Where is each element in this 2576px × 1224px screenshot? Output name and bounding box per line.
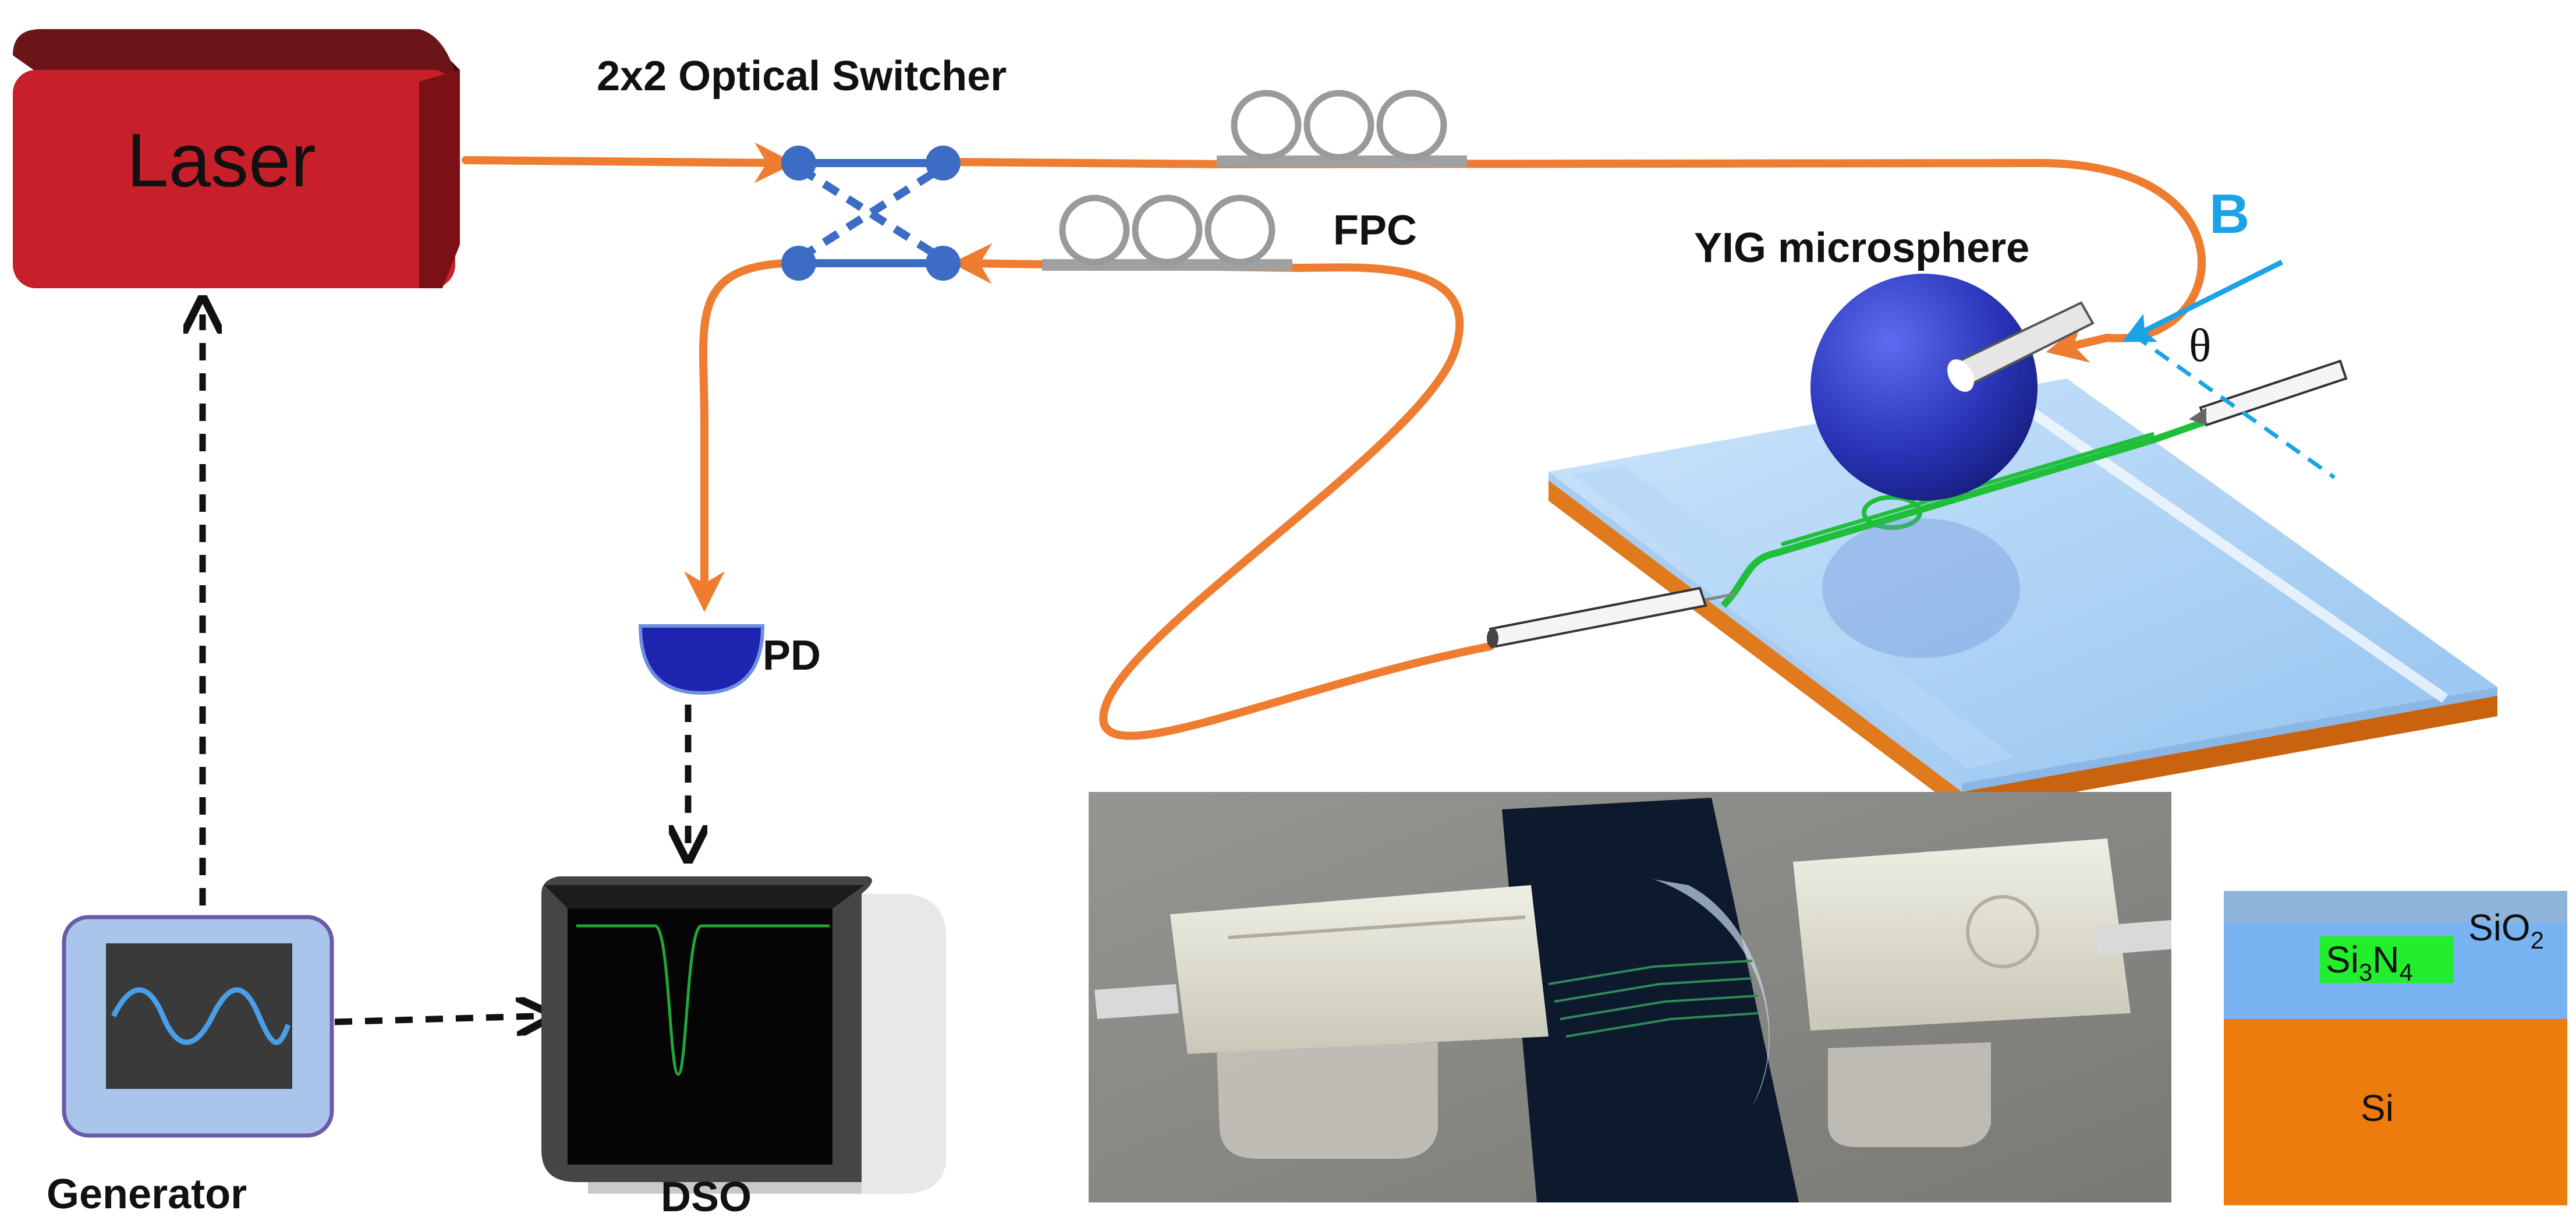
sio2-sub: 2 — [2531, 926, 2544, 954]
microring — [1862, 495, 1922, 530]
field-label: B — [2209, 183, 2249, 245]
fiber-tips — [1487, 359, 2348, 648]
si-text: Si — [2361, 1087, 2394, 1129]
si3n4-sub-b: 4 — [2399, 958, 2412, 986]
switcher-label: 2x2 Optical Switcher — [597, 53, 1007, 100]
generator — [62, 915, 334, 1138]
photodetector — [638, 624, 765, 695]
chip-top-surface — [1549, 378, 2497, 783]
si3n4-a: Si — [2326, 939, 2359, 981]
si3n4-sub-a: 3 — [2359, 958, 2372, 986]
fiber-chip-to-switch — [951, 243, 1494, 740]
laser-label: Laser — [126, 118, 316, 203]
dso-oscilloscope — [541, 876, 946, 1194]
generator-label: Generator — [47, 1171, 247, 1218]
fiber-switch-to-pd — [684, 259, 790, 612]
layer-stack — [2224, 891, 2567, 1205]
fiber-laser-to-switch — [462, 142, 795, 183]
pd-label: PD — [763, 632, 821, 679]
fpc-top — [1217, 90, 1467, 167]
fpc-label: FPC — [1333, 207, 1417, 254]
yig-label: YIG microsphere — [1694, 225, 2029, 271]
generator-to-dso-arrow — [334, 1016, 536, 1022]
optical-switcher — [781, 146, 961, 281]
device-photo — [1089, 792, 2171, 1202]
si3n4-core — [2320, 936, 2454, 983]
signal-arrows — [203, 314, 688, 1022]
si-layer — [2224, 1019, 2567, 1205]
fpc-bottom — [1042, 194, 1292, 271]
yig-microsphere — [1810, 274, 2095, 501]
dso-label: DSO — [661, 1174, 752, 1221]
angle-label: θ — [2189, 320, 2211, 372]
si3n4-b: N — [2372, 939, 2399, 981]
sio2-layer — [2224, 891, 2567, 923]
si3n4-text: Si3N4 — [2326, 939, 2413, 986]
sio2-text: SiO2 — [2468, 907, 2544, 954]
laser-box: Laser — [13, 29, 460, 288]
magnetic-field — [2122, 259, 2336, 479]
sio2-base: SiO — [2468, 907, 2531, 949]
photonic-chip — [1549, 378, 2497, 812]
